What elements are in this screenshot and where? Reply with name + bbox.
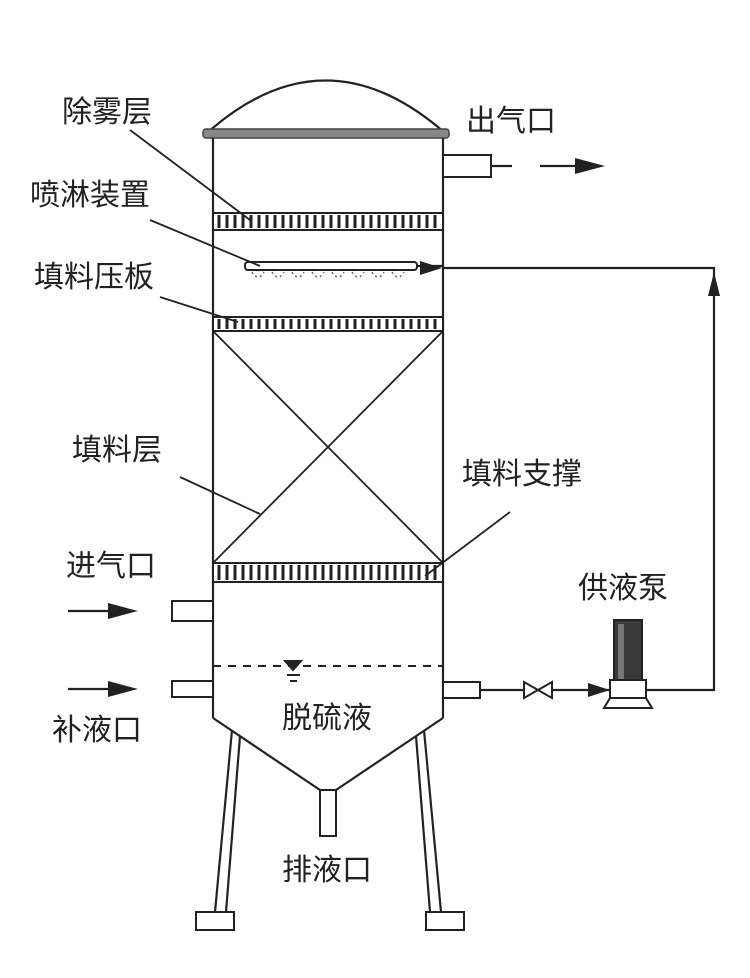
drain-pipe [319,789,337,837]
label-makeup-inlet: 补液口 [52,713,142,748]
pump-suction-nozzle [442,681,481,699]
tower-leg-left [195,729,242,931]
label-packing-layer: 填料层 [72,433,162,468]
supply-line-up-arrow [708,272,720,296]
gas-outlet-arrow [540,158,605,174]
packing-support [212,562,444,583]
demister-layer [212,212,444,231]
cone-left [212,717,321,791]
liquid-level-symbol [282,660,304,682]
gas-inlet-arrow [68,603,138,619]
tower-leg-right [414,729,465,931]
leader-spray [149,219,261,267]
supply-line [443,266,716,692]
makeup-inlet-nozzle [171,680,214,698]
spray-device [244,261,418,278]
tower-dome [206,79,446,134]
leader-plate [159,296,239,323]
label-demister: 除雾层 [62,95,152,130]
label-packing-support: 填料支撑 [462,457,582,492]
label-drain-outlet: 排液口 [282,853,372,888]
leader-support [424,511,511,577]
spray-inflow-arrow [420,261,442,275]
gas-outlet-nozzle [442,154,492,178]
label-packing-plate: 填料压板 [34,260,154,295]
valve-icon [523,680,553,700]
cone-right [335,717,444,791]
label-supply-pump: 供液泵 [578,571,668,606]
label-spray-device: 喷淋装置 [30,178,150,213]
packing-pressure-plate [212,316,444,332]
label-gas-inlet: 进气口 [66,549,156,584]
packing-layer [212,330,444,564]
pump-inflow-arrow [588,683,610,697]
gas-inlet-nozzle [171,600,214,622]
label-desulfurization-liquid: 脱硫液 [282,701,372,736]
leader-demister [129,129,251,221]
leader-packing-layer [179,476,261,515]
makeup-inlet-arrow [68,681,138,697]
supply-pump-icon [602,619,654,709]
dome-flange [202,128,450,139]
label-gas-outlet: 出气口 [466,104,556,139]
